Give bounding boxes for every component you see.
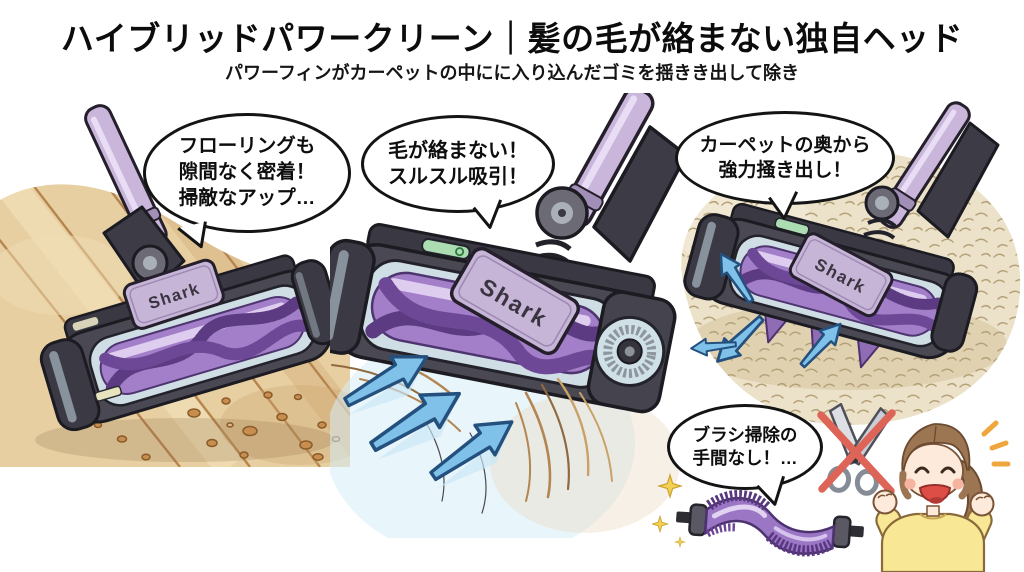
bubble-tail xyxy=(470,197,510,232)
fists xyxy=(872,489,995,517)
bubble-text: 隙間なく密着！ xyxy=(178,161,316,184)
no-scissors-icon xyxy=(817,402,896,496)
emphasis-marks xyxy=(981,420,1011,467)
hair xyxy=(901,423,971,477)
suction-arrow-icon xyxy=(369,391,461,460)
speech-bubble-hair: 毛が絡まない！ スルスル吸引！ xyxy=(361,115,555,229)
page-title: ハイブリッドパワークリーン｜髪の毛が絡まない独自ヘッド xyxy=(60,20,964,57)
illustration-hair-scene: Shark xyxy=(330,93,688,538)
open-smile xyxy=(918,484,952,503)
red-cross-icon xyxy=(817,409,896,495)
agitation-arrows xyxy=(690,252,842,369)
illustration-flooring-scene: Shark xyxy=(0,104,350,467)
suction-arrow-icon xyxy=(343,355,429,415)
vacuum-left: Shark xyxy=(39,104,343,432)
bubble-text: 強力掻き出し！ xyxy=(718,160,852,181)
sweater xyxy=(875,507,993,572)
suction-arrow-icon xyxy=(719,252,755,304)
hair-strands-front xyxy=(419,377,613,514)
suction-arrows xyxy=(343,355,514,489)
bubble-tail xyxy=(175,218,215,254)
suction-arrow-icon xyxy=(716,314,765,363)
suction-arrow-icon xyxy=(799,322,842,369)
bubble-text: カーペットの奥から xyxy=(699,134,871,156)
closed-eyes xyxy=(914,466,956,474)
speech-bubble-carpet: カーペットの奥から 強力掻き出し！ xyxy=(675,111,895,220)
neck-plate: Shark xyxy=(122,258,225,330)
bubble-text: 毛が絡まない！ xyxy=(388,139,528,162)
wand-clip-arm xyxy=(592,125,688,263)
bubble-tail xyxy=(754,473,795,510)
illustration-carpet-scene: Shark xyxy=(681,101,1021,425)
brush-roller-illustration xyxy=(652,472,864,557)
suction-arrow-icon xyxy=(429,420,514,489)
speech-bubble-no-maintenance: ブラシ掃除の 手間なし！… xyxy=(667,404,823,506)
bubble-text: 掃敵なアップ… xyxy=(178,186,316,209)
bubble-text: 手間なし！… xyxy=(692,448,798,468)
wand-clip-arm xyxy=(916,121,1000,239)
brush-roller xyxy=(676,489,864,557)
vacuum-wand xyxy=(877,101,971,229)
suction-arrow-icon xyxy=(690,337,737,357)
bubble-tail xyxy=(766,189,804,222)
happy-woman-illustration xyxy=(872,420,1011,572)
bubble-text: ブラシ掃除の xyxy=(692,424,798,445)
face xyxy=(899,423,972,504)
bubble-text: スルスル吸引！ xyxy=(388,166,528,188)
sparkle-icon xyxy=(652,472,686,548)
speech-bubble-flooring: フローリングも 隙間なく密着！ 掃敵なアップ… xyxy=(143,113,351,249)
neck-plate: Shark xyxy=(788,232,894,318)
subtitle: パワーフィンがカーペットの中にに入り込んだゴミを揺きき出して除き xyxy=(224,63,800,83)
bubble-text: フローリングも xyxy=(178,135,316,158)
